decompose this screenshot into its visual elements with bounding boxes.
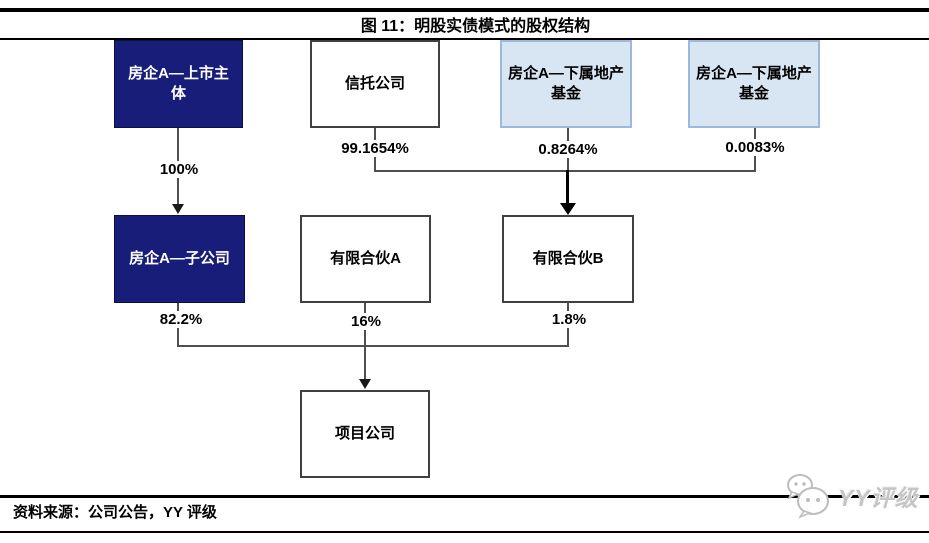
edge-parent-subsidiary-arrowhead (172, 204, 184, 214)
edge-lp-a-label: 16% (346, 313, 386, 330)
connector-top-horizontal-line (374, 170, 756, 172)
connector-bottom-horizontal-line (178, 345, 569, 347)
node-fund-right-label: 房企A—下属地产基金 (696, 64, 812, 102)
top-rule (0, 8, 929, 12)
footer-top-rule (0, 495, 929, 498)
node-subsidiary: 房企A—子公司 (114, 215, 245, 303)
node-fund-left-label: 房企A—下属地产基金 (508, 64, 624, 102)
figure-title: 图 11：明股实债模式的股权结构 (360, 18, 591, 35)
title-underline-rule (0, 38, 929, 40)
yy-rating-logo-text: YY评级 (838, 485, 919, 511)
edge-into-project-arrowhead (359, 379, 371, 389)
node-lp-a-label: 有限合伙A (330, 249, 401, 267)
edge-fund-left-label: 0.8264% (534, 141, 602, 158)
node-lp-a: 有限合伙A (300, 215, 431, 303)
source-note: 资料来源：公司公告，YY 评级 (13, 504, 217, 521)
edge-trust-label: 99.1654% (337, 140, 413, 157)
node-parent-listed-label: 房企A—上市主体 (128, 64, 229, 102)
edge-fund-right-label: 0.0083% (721, 139, 789, 156)
node-fund-right: 房企A—下属地产基金 (688, 40, 820, 128)
node-trust: 信托公司 (310, 40, 440, 128)
node-trust-label: 信托公司 (344, 74, 405, 92)
node-parent-listed: 房企A—上市主体 (114, 40, 243, 128)
node-lp-b-label: 有限合伙B (532, 249, 604, 267)
node-fund-left: 房企A—下属地产基金 (500, 40, 632, 128)
edge-into-lp-b-arrowhead (560, 203, 576, 215)
edge-parent-subsidiary-label: 100% (155, 161, 203, 178)
yy-rating-logo: YY评级 (780, 473, 919, 519)
node-subsidiary-label: 房企A—子公司 (129, 249, 230, 267)
edge-into-lp-b-bold-line (566, 170, 569, 204)
node-project-label: 项目公司 (334, 424, 395, 442)
edge-into-project-line (364, 347, 366, 380)
footer-bottom-rule (0, 531, 929, 533)
chat-bubbles-icon (787, 474, 829, 519)
node-project: 项目公司 (300, 390, 430, 478)
edge-subsidiary-label: 82.2% (155, 311, 207, 328)
node-lp-b: 有限合伙B (502, 215, 634, 303)
edge-lp-b-label: 1.8% (547, 311, 591, 328)
